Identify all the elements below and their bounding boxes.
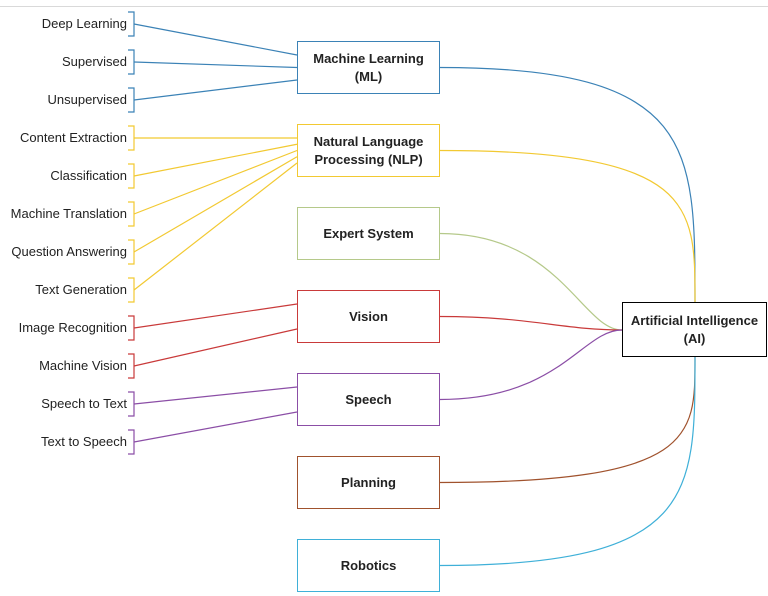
connector-category-to-root [439, 330, 696, 567]
leaf-classification: Classification [50, 168, 127, 183]
connector-leaf-to-category [133, 411, 298, 443]
leaf-speech-to-text: Speech to Text [41, 396, 127, 411]
connector-leaf-to-category [133, 23, 298, 56]
connector-leaf-to-category [133, 386, 298, 405]
category-speech: Speech [297, 373, 440, 426]
leaf-machine-translation: Machine Translation [10, 206, 127, 221]
leaf-bracket [128, 391, 135, 417]
leaf-bracket [128, 239, 135, 265]
leaf-text-to-speech: Text to Speech [41, 434, 127, 449]
leaf-supervised: Supervised [61, 54, 127, 69]
leaf-bracket [128, 201, 135, 227]
leaf-text-generation: Text Generation [35, 282, 127, 297]
leaf-machine-vision: Machine Vision [39, 358, 127, 373]
connector-leaf-to-category [133, 143, 298, 177]
leaf-bracket [128, 49, 135, 75]
connector-category-to-root [439, 315, 623, 331]
category-robotics: Robotics [297, 539, 440, 592]
connector-leaf-to-category [133, 156, 298, 253]
leaf-bracket [128, 353, 135, 379]
connector-category-to-root [439, 66, 696, 330]
leaf-bracket [128, 315, 135, 341]
connector-leaf-to-category [133, 149, 298, 215]
category-vision: Vision [297, 290, 440, 343]
leaf-bracket [128, 429, 135, 455]
category-nlp: Natural Language Processing (NLP) [297, 124, 440, 177]
connector-category-to-root [439, 329, 623, 401]
connector-category-to-root [439, 232, 623, 331]
leaf-image-recognition: Image Recognition [18, 320, 127, 335]
root-artificial-intelligence: Artificial Intelligence (AI) [622, 302, 767, 357]
connector-leaf-to-category [133, 303, 298, 329]
leaf-question-answering: Question Answering [11, 244, 127, 259]
leaf-bracket [128, 277, 135, 303]
top-divider [0, 6, 768, 7]
leaf-bracket [128, 87, 135, 113]
connector-leaf-to-category [133, 61, 298, 69]
category-planning: Planning [297, 456, 440, 509]
leaf-bracket [128, 163, 135, 189]
leaf-content-extraction: Content Extraction [20, 130, 127, 145]
leaf-deep-learning: Deep Learning [41, 16, 127, 31]
connector-category-to-root [439, 149, 696, 330]
leaf-bracket [128, 125, 135, 151]
category-expert-system: Expert System [297, 207, 440, 260]
category-machine-learning: Machine Learning (ML) [297, 41, 440, 94]
connector-leaf-to-category [133, 328, 298, 367]
leaf-unsupervised: Unsupervised [47, 92, 128, 107]
connector-leaf-to-category [133, 162, 298, 291]
leaf-bracket [128, 11, 135, 37]
connector-leaf-to-category [133, 79, 298, 101]
